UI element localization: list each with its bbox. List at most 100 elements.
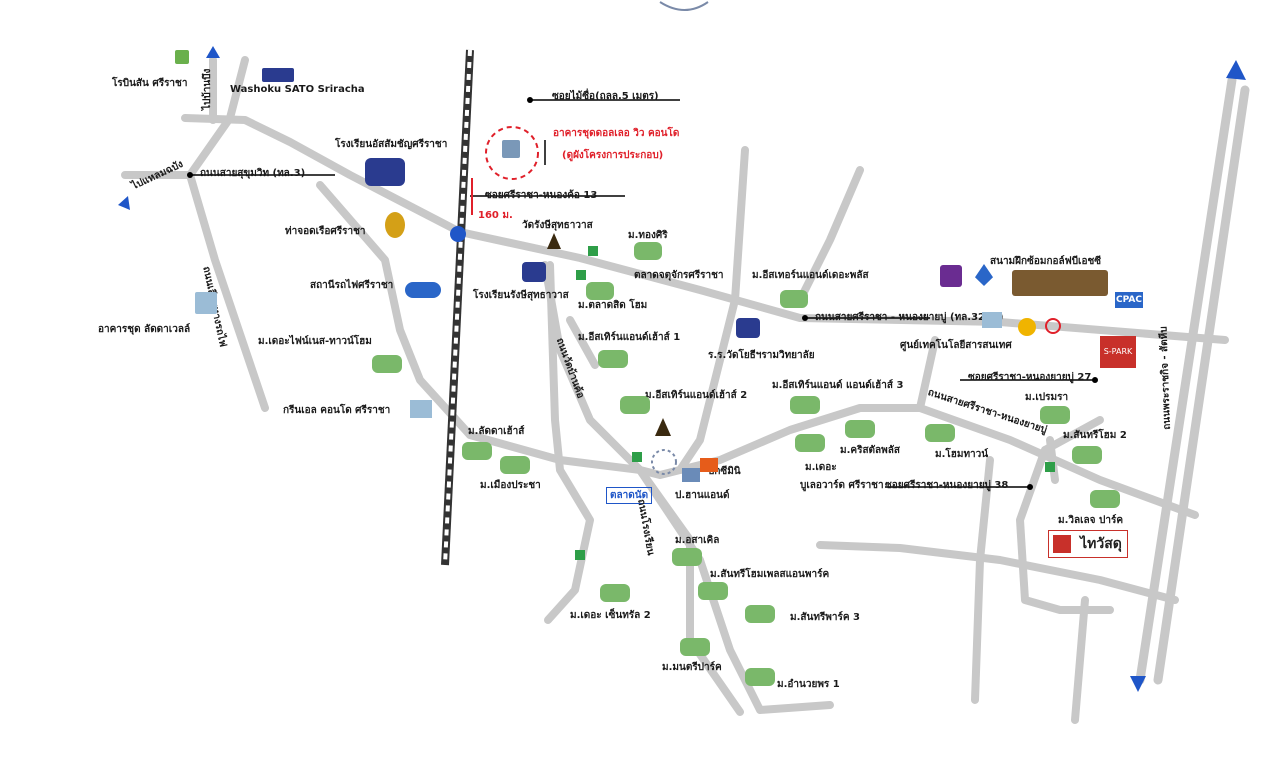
label-cpall-center: ศูนย์เทคโนโลยีสารสนเทศ	[900, 340, 1012, 351]
label-eastern-house2: ม.อีสเทิร์นแอนด์เฮ้าส์ 2	[645, 390, 748, 401]
bank-icon	[1018, 318, 1036, 336]
label-eastern-inter: ม.อีสเทอร์นแอนด์เดอะพลัส	[752, 270, 869, 281]
label-soi-nongyaiboo38: ซอยศรีราชา-หนองยายบู่ 38	[885, 480, 1009, 491]
seven-eleven-icon	[576, 270, 586, 280]
project-building-icon	[502, 140, 520, 158]
village-icon	[1040, 406, 1070, 424]
robinson-icon	[175, 50, 189, 64]
temple-icon	[547, 233, 561, 249]
label-green-condo: กรีนเอล คอนโด ศรีราชา	[283, 405, 391, 416]
thaiwatsadu-label: ไทวัสดุ	[1080, 536, 1122, 552]
project-highlight	[485, 126, 539, 180]
label-road-nongyaiboo: ถนนสายศรีราชา - หนองยายบู่ (ทล.3241)	[815, 312, 1004, 323]
village-icon	[598, 350, 628, 368]
label-thongsiri: ม.ทองศิริ	[628, 230, 668, 241]
label-premmara: ม.เปรมรา	[1025, 392, 1069, 403]
label-wat-rangsi: วัดรังษีสุทธาวาส	[522, 220, 593, 231]
s-park-icon: S-PARK	[1100, 336, 1136, 368]
cpac-icon: CPAC	[1115, 292, 1143, 308]
village-icon	[600, 584, 630, 602]
village-icon	[462, 442, 492, 460]
village-icon	[845, 420, 875, 438]
label-ladda-house: ม.ลัดดาเฮ้าส์	[468, 426, 525, 437]
label-kristal: ม.คริสตัลพลัส	[840, 445, 900, 456]
village-icon	[672, 548, 702, 566]
label-the-finest: ม.เดอะไฟน์เนส-ทาวน์โฮม	[258, 336, 372, 347]
village-icon	[500, 456, 530, 474]
port-icon	[385, 212, 405, 238]
label-project-line1: อาคารชุดดอลเลอ วิว คอนโด	[553, 128, 680, 139]
thaiwatsadu-logo: ไทวัสดุ	[1048, 530, 1128, 558]
label-big-c: บิ๊กซีมินิ	[708, 466, 741, 477]
golf-icon	[1012, 270, 1108, 296]
school-icon	[736, 318, 760, 338]
school-icon	[522, 262, 546, 282]
label-talad-silhome: ม.ตลาดสิด โฮม	[578, 300, 648, 311]
seven-eleven-icon	[588, 246, 598, 256]
bank-icon	[940, 265, 962, 287]
village-icon	[795, 434, 825, 452]
compass-icon	[659, 1, 709, 11]
label-village-park: ม.วิลเลจ ปาร์ค	[1058, 515, 1124, 526]
temple-icon	[655, 418, 671, 436]
village-icon	[745, 668, 775, 686]
village-icon	[372, 355, 402, 373]
condo-icon	[195, 292, 217, 314]
label-pt-and: ป.ฮานแอนด์	[675, 490, 730, 501]
label-robinson: โรบินสัน ศรีราชา	[112, 78, 188, 89]
label-port: ท่าจอดเรือศรีราชา	[285, 226, 366, 237]
village-icon	[680, 638, 710, 656]
roundabout-icon	[450, 226, 466, 242]
label-soi-nongyaiboo27: ซอยศรีราชา-หนองยายบู่ 27	[968, 372, 1092, 383]
village-icon	[925, 424, 955, 442]
label-santhi-homepark: ม.สันทรีโฮมเพลสแอนพาร์ค	[710, 569, 830, 580]
label-golf: สนามฝึกซ้อมกอล์ฟบีเอชซี	[990, 256, 1102, 267]
road-network	[121, 56, 1229, 724]
condo-icon	[410, 400, 432, 418]
village-icon	[586, 282, 614, 300]
seven-eleven-icon	[575, 550, 585, 560]
label-eastern-house1: ม.อีสเทิร์นแอนด์เฮ้าส์ 1	[578, 332, 681, 343]
label-rangsi-school: โรงเรียนรังษีสุทธาวาส	[473, 290, 569, 301]
village-icon	[745, 605, 775, 623]
label-main-park: ม.มนตรีปาร์ค	[662, 662, 722, 673]
seven-eleven-icon	[1045, 462, 1055, 472]
label-distance: 160 ม.	[478, 210, 513, 221]
office-icon	[982, 312, 1002, 328]
village-icon	[1072, 446, 1102, 464]
school-icon	[365, 158, 405, 186]
roundabout-icon	[651, 449, 677, 475]
label-asia-bg: ม.อสาเคิล	[675, 535, 720, 546]
label-vocational: ร.ร.วัดโยธีฯรามวิทยาลัย	[708, 350, 815, 361]
village-icon	[1090, 490, 1120, 508]
label-home-town: ม.โฮมทาวน์	[935, 449, 989, 460]
label-condo-lattawell: อาคารชุด ลัดดาเวลล์	[98, 324, 191, 335]
label-santhi-park3: ม.สันทรีพาร์ค 3	[790, 612, 860, 623]
village-icon	[620, 396, 650, 414]
label-washoku: Washoku SATO Sriracha	[230, 84, 365, 95]
house-icon	[1053, 535, 1071, 553]
label-the-boulevard: ม.เดอะ	[805, 462, 837, 473]
village-icon	[780, 290, 808, 308]
label-sukhumvit: ถนนสายสุขุมวิท (ทล.3)	[200, 168, 306, 179]
label-market: ตลาดนัด	[606, 487, 653, 504]
direction-arrows	[118, 46, 1246, 692]
label-the-central2: ม.เดอะ เซ็นทรัล 2	[570, 610, 651, 621]
label-eastern-house3: ม.อีสเทิร์นแอนด์ แอนด์เฮ้าส์ 3	[772, 380, 904, 391]
label-talad-pattana: ตลาดจตุจักรศรีราชา	[634, 270, 724, 281]
seven-eleven-icon	[632, 452, 642, 462]
label-boulevard2: บูเลอวาร์ด ศรีราชา	[800, 480, 884, 491]
label-to-banbueng: ไปบ้านบึง	[202, 68, 213, 110]
village-icon	[698, 582, 728, 600]
bank-icon	[1045, 318, 1061, 334]
bigc-icon	[700, 458, 718, 472]
label-santhi-home2: ม.สันทรีโฮม 2	[1063, 430, 1127, 441]
train-icon	[405, 282, 441, 298]
label-assumption-school: โรงเรียนอัสสัมชัญศรีราชา	[335, 139, 448, 150]
store-icon	[682, 468, 700, 482]
village-icon	[634, 242, 662, 260]
railway	[441, 49, 474, 566]
label-rail-station: สถานีรถไฟศรีราชา	[310, 280, 394, 291]
